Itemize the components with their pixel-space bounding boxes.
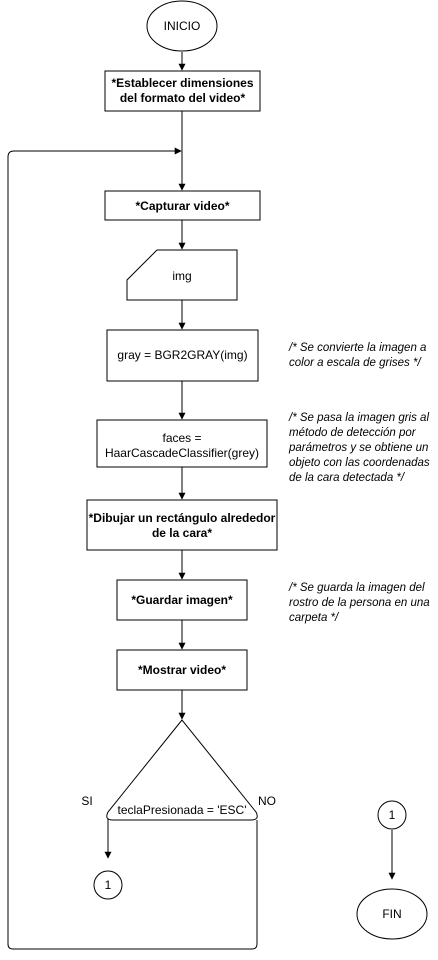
set-dimensions-label-line2: del formato del video* — [120, 91, 246, 105]
gray-note-line1: /* Se convierte la imagen a — [288, 342, 426, 354]
save-image-label: *Guardar imagen* — [131, 593, 233, 607]
detect-faces-process: faces = HaarCascadeClassifier(grey) — [96, 419, 268, 468]
draw-rectangle-process: *Dibujar un rectángulo alrededor de la c… — [86, 499, 278, 551]
detect-note-line5: de la cara detectada */ — [289, 472, 406, 484]
detect-note-line4: objeto con las coordenadas — [289, 457, 430, 469]
img-input-label: img — [172, 269, 191, 283]
decision-yes-label: SI — [81, 794, 92, 808]
set-dimensions-process: *Establecer dimensiones del formato del … — [104, 70, 261, 112]
decision-no-label: NO — [258, 794, 276, 808]
show-video-label: *Mostrar video* — [138, 663, 226, 677]
connector-out-node: 1 — [93, 870, 123, 900]
gray-conversion-process: gray = BGR2GRAY(img) — [106, 329, 259, 382]
start-node: INICIO — [146, 0, 218, 52]
gray-comment-note: /* Se convierte la imagen a color a esca… — [288, 342, 426, 369]
save-comment-note: /* Se guarda la imagen del rostro de la … — [288, 582, 430, 624]
detect-note-line3: parámetros y se obtiene un — [288, 442, 428, 454]
detect-note-line2: método de detección por — [289, 427, 417, 439]
save-note-line2: rostro de la persona en una — [289, 597, 430, 609]
draw-rectangle-label-line1: *Dibujar un rectángulo alrededor — [89, 511, 276, 525]
capture-video-label: *Capturar video* — [135, 199, 229, 213]
detect-note-line1: /* Se pasa la imagen gris al — [288, 412, 429, 424]
save-note-line3: carpeta */ — [289, 612, 340, 624]
end-node: FIN — [356, 888, 428, 940]
esc-decision-node: teclaPresionada = 'ESC' — [106, 719, 258, 821]
save-note-line1: /* Se guarda la imagen del — [288, 582, 425, 594]
set-dimensions-label-line1: *Establecer dimensiones — [111, 76, 253, 90]
start-label: INICIO — [164, 19, 201, 33]
connector-in-label: 1 — [389, 808, 396, 822]
img-input-node: img — [126, 249, 238, 301]
detect-faces-label-line1: faces = — [162, 431, 201, 445]
capture-video-process: *Capturar video* — [104, 190, 261, 221]
connector-in-node: 1 — [377, 800, 407, 830]
show-video-process: *Mostrar video* — [116, 649, 248, 691]
draw-rectangle-label-line2: de la cara* — [152, 526, 212, 540]
detect-faces-label-line2: HaarCascadeClassifier(grey) — [105, 446, 259, 460]
gray-note-line2: color a escala de grises */ — [289, 357, 422, 369]
flow-edges — [7, 52, 396, 950]
edge-loop-back-no — [7, 147, 258, 950]
end-label: FIN — [382, 907, 401, 921]
connector-out-label: 1 — [105, 878, 112, 892]
gray-conversion-label: gray = BGR2GRAY(img) — [117, 348, 247, 362]
save-image-process: *Guardar imagen* — [116, 579, 248, 621]
detect-comment-note: /* Se pasa la imagen gris al método de d… — [288, 412, 430, 484]
decision-condition-label: teclaPresionada = 'ESC' — [118, 803, 247, 817]
